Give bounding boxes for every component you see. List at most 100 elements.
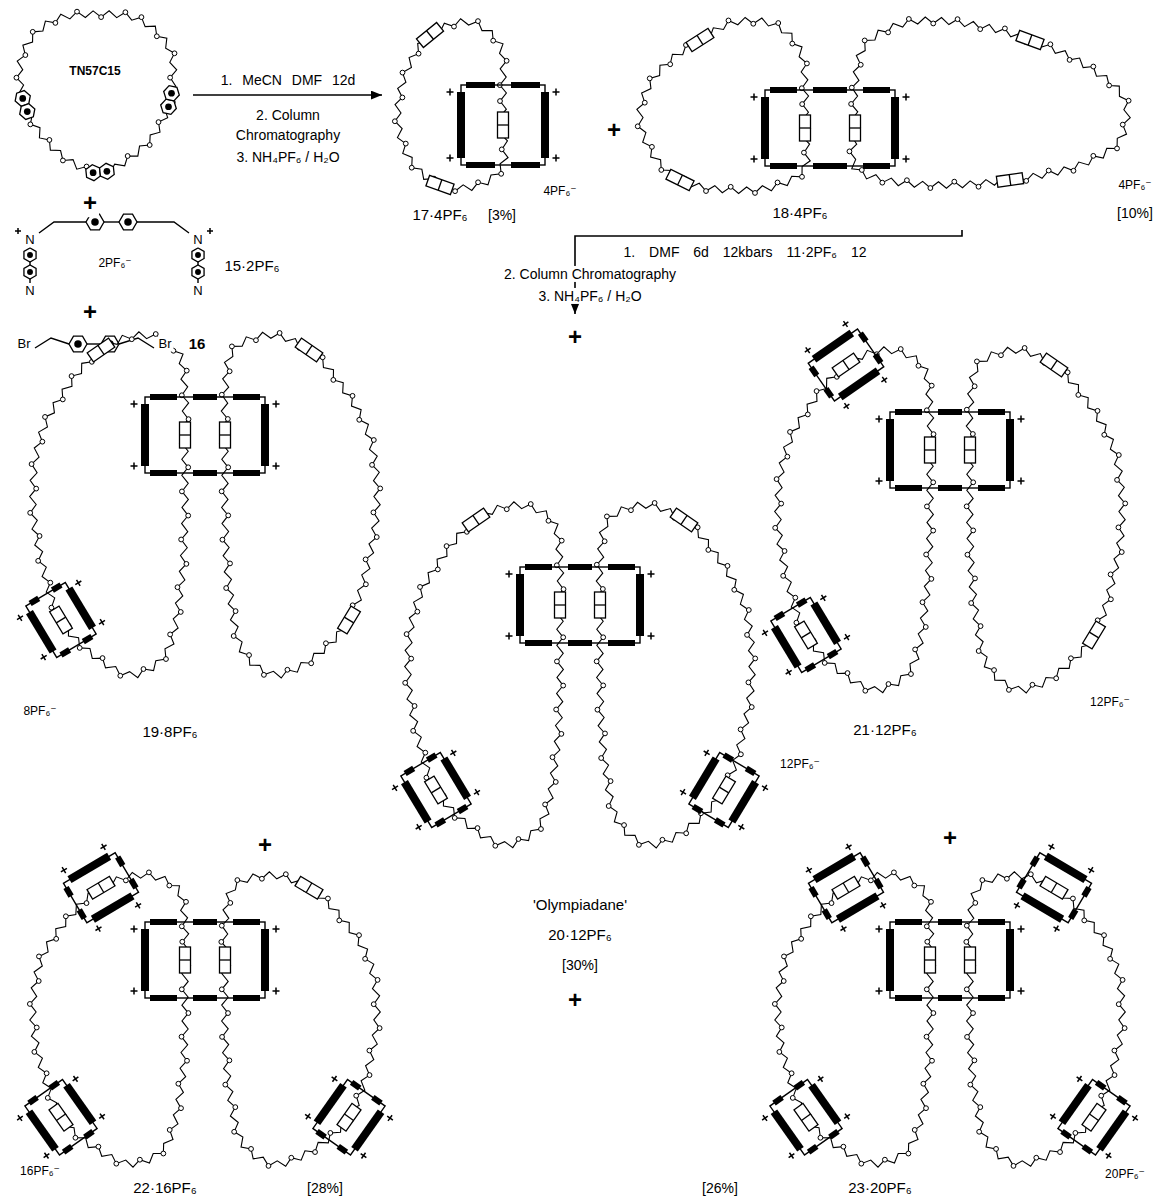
- oxygen-atom: [973, 576, 978, 581]
- charge-symbol: [97, 1112, 107, 1122]
- charge-symbol: [1104, 1151, 1114, 1161]
- xylyl-unit: [51, 582, 63, 592]
- aromatic-circle: [19, 95, 26, 102]
- xylyl-unit: [822, 908, 832, 920]
- oxygen-atom: [921, 1081, 926, 1086]
- oxygen-atom: [377, 1026, 382, 1031]
- charge-symbol: [133, 901, 143, 911]
- oxygen-atom: [404, 632, 409, 637]
- naphthalene-divider: [180, 434, 191, 435]
- plus-sign: +: [81, 298, 99, 326]
- oxygen-atom: [186, 1011, 191, 1016]
- reaction-condition: 3. NH₄PF₆ / H₂O: [536, 288, 643, 304]
- charge-symbol: [414, 822, 424, 832]
- naphthalene-unit: [713, 776, 736, 804]
- oxygen-atom: [1115, 146, 1120, 151]
- charge-symbol: [876, 416, 883, 423]
- charge-symbol: [15, 1113, 25, 1123]
- oxygen-atom: [100, 656, 105, 661]
- oxygen-atom: [337, 918, 342, 923]
- naphthalene-unit: [49, 1103, 73, 1131]
- oxygen-atom: [931, 1011, 936, 1016]
- oxygen-atom: [1120, 122, 1125, 127]
- oxygen-atom: [1046, 168, 1051, 173]
- polyether-chain: [16, 11, 176, 175]
- oxygen-atom: [925, 939, 930, 944]
- oxygen-atom: [924, 987, 929, 992]
- polyether-chain: [775, 347, 934, 693]
- xylyl-unit: [1082, 1144, 1094, 1155]
- oxygen-atom: [931, 21, 936, 26]
- naphthalene-unit: [794, 1103, 818, 1131]
- naphthalene-outline: [180, 947, 191, 973]
- oxygen-atom: [1099, 1093, 1104, 1098]
- oxygen-atom: [1116, 525, 1121, 530]
- naphthalene-unit: [295, 876, 323, 899]
- oxygen-atom: [923, 625, 928, 630]
- oxygen-atom: [34, 486, 39, 491]
- xylyl-unit: [873, 878, 883, 890]
- cyclophane: [131, 394, 280, 476]
- oxygen-atom: [418, 585, 423, 590]
- benzene-ring: [119, 214, 137, 230]
- oxygen-atom: [642, 100, 647, 105]
- xylyl-unit: [938, 919, 962, 925]
- oxygen-atom: [118, 673, 123, 678]
- naphthalene-divider: [1028, 35, 1032, 45]
- bond-line: [35, 338, 69, 348]
- naphthalene-unit: [996, 173, 1023, 188]
- naphthalene-outline: [295, 338, 323, 362]
- oxygen-atom: [27, 1002, 32, 1007]
- oxygen-atom: [96, 1144, 101, 1149]
- oxygen-atom: [476, 180, 481, 185]
- oxygen-atom: [972, 384, 977, 389]
- oxygen-atom: [186, 513, 191, 518]
- oxygen-atom: [594, 659, 599, 664]
- oxygen-atom: [799, 936, 804, 941]
- counterion-label: 4PF₆⁻: [541, 185, 578, 199]
- oxygen-atom: [964, 987, 969, 992]
- oxygen-atom: [775, 180, 780, 185]
- oxygen-atom: [862, 38, 867, 43]
- aromatic-circle: [165, 103, 172, 110]
- oxygen-atom: [554, 707, 559, 712]
- oxygen-atom: [858, 62, 863, 67]
- naphthalene-divider: [220, 434, 231, 435]
- counterion-label: 20PF₆⁻: [1103, 1168, 1147, 1182]
- oxygen-atom: [725, 563, 730, 568]
- oxygen-atom: [978, 1105, 983, 1110]
- oxygen-atom: [219, 489, 224, 494]
- oxygen-atom: [476, 19, 481, 24]
- naphthalene-outline: [87, 876, 115, 899]
- bond-line: [119, 338, 154, 348]
- charge-symbol: [879, 375, 889, 385]
- oxygen-atom: [788, 430, 793, 435]
- oxygen-atom: [123, 878, 128, 883]
- naphthalene-outline: [180, 422, 191, 448]
- oxygen-atom: [929, 383, 934, 388]
- oxygen-atom: [179, 987, 184, 992]
- atom-label: Br: [16, 337, 33, 352]
- oxygen-atom: [1108, 956, 1113, 961]
- charge-symbol: [819, 593, 829, 603]
- oxygen-atom: [749, 705, 754, 710]
- oxygen-atom: [785, 454, 790, 459]
- naphthalene-outline: [425, 776, 448, 804]
- cyclophane-outline: [771, 597, 841, 672]
- naphthalene-divider: [1009, 175, 1011, 186]
- naphthalene-outline: [1016, 30, 1044, 49]
- oxygen-atom: [444, 544, 449, 549]
- oxygen-atom: [882, 1157, 887, 1162]
- oxygen-atom: [247, 653, 252, 658]
- oxygen-atom: [227, 1058, 232, 1063]
- naphthalene-divider: [438, 180, 442, 190]
- naphthalene-divider: [306, 883, 312, 892]
- bipyridinium-unit: [886, 929, 894, 991]
- naphthalene-unit: [295, 338, 323, 362]
- oxygen-atom: [976, 184, 981, 189]
- oxygen-atom: [328, 1131, 333, 1136]
- xylyl-unit: [426, 752, 438, 762]
- xylyl-unit: [115, 855, 125, 867]
- aromatic-circle: [27, 269, 33, 275]
- oxygen-atom: [782, 954, 787, 959]
